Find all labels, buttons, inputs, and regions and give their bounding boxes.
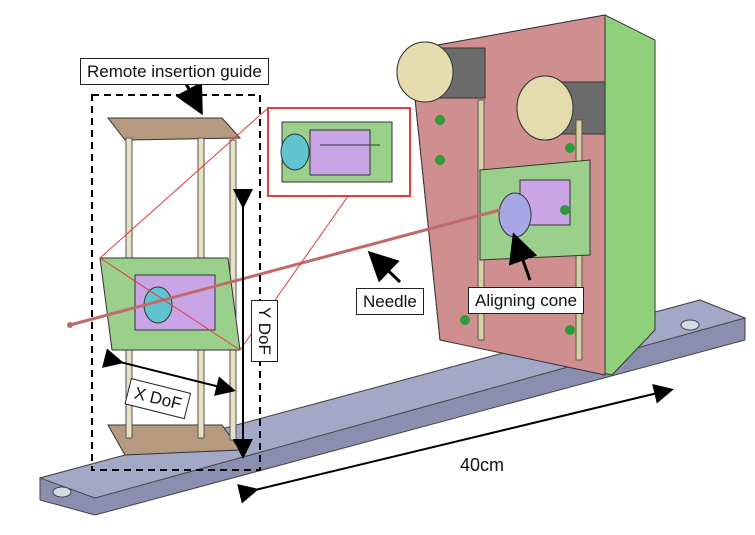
- label-remote-insertion-guide: Remote insertion guide: [80, 58, 269, 85]
- x-dof-arrow: [102, 348, 236, 396]
- label-distance: 40cm: [460, 455, 505, 475]
- distance-arrow: [237, 384, 674, 504]
- cone-arrow: [508, 232, 538, 281]
- needle-arrow: [367, 250, 402, 284]
- label-y-dof: Y DoF: [251, 300, 278, 362]
- motor-2: [516, 75, 606, 141]
- aligning-cone-shape: [498, 192, 532, 238]
- label-aligning-cone: Aligning cone: [468, 287, 585, 314]
- motor-assembly: [396, 14, 656, 376]
- label-needle: Needle: [356, 288, 424, 315]
- motor-1: [396, 41, 486, 103]
- zoom-callout: [99, 107, 411, 351]
- needle-line: [69, 208, 501, 327]
